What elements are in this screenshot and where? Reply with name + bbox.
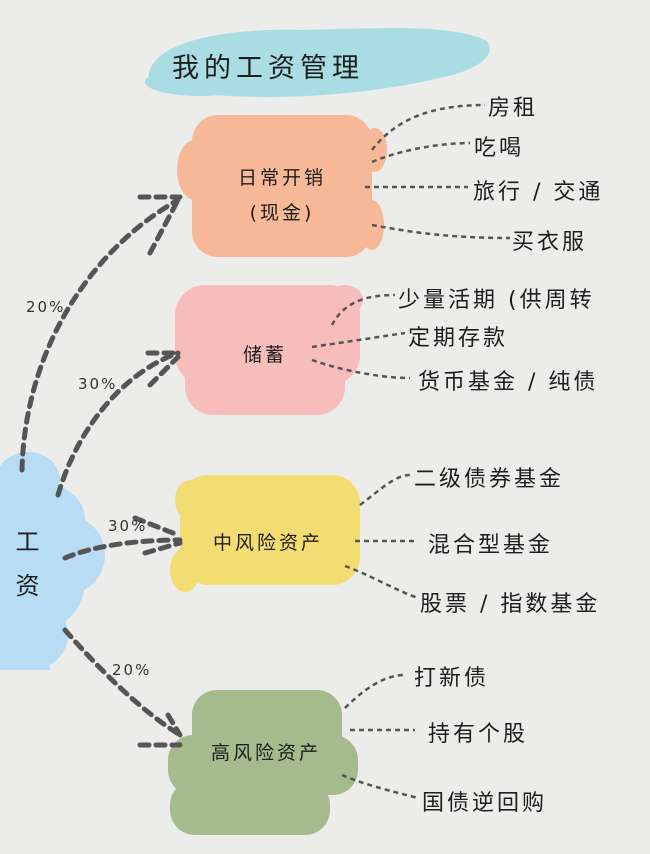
leaf-stock-index-fund: 股票 / 指数基金 (420, 592, 601, 617)
daily-blob (177, 115, 387, 257)
category-high: 高风险资产 (210, 742, 321, 764)
root-connectors (19, 194, 183, 748)
percent-daily: 20% (26, 298, 66, 316)
title-brush (145, 28, 490, 98)
percent-high: 20% (112, 661, 152, 679)
leaf-treasury-repo: 国债逆回购 (422, 791, 548, 816)
leaf-hybrid-fund: 混合型基金 (428, 533, 554, 558)
leaf-connectors (311, 103, 511, 800)
leaf-rent: 房租 (488, 96, 539, 121)
salary-blob (0, 452, 105, 670)
root-label-line2: 资 (15, 572, 43, 600)
category-daily: 日常开销 (现金) (222, 163, 342, 225)
leaf-time-deposit: 定期存款 (408, 326, 509, 351)
leaf-individual-stocks: 持有个股 (428, 722, 529, 747)
category-savings: 储蓄 (242, 344, 287, 366)
medium-blob (170, 475, 360, 592)
category-daily-label: 日常开销 (237, 167, 326, 189)
leaf-food: 吃喝 (474, 136, 525, 161)
category-medium: 中风险资产 (212, 532, 323, 554)
leaf-clothes: 买衣服 (512, 230, 588, 255)
root-node-salary: 工 资 (14, 520, 44, 608)
category-daily-sublabel: (现金) (249, 202, 315, 224)
leaf-money-fund: 货币基金 / 纯债 (418, 370, 599, 395)
page-title: 我的工资管理 (172, 53, 364, 84)
leaf-new-bonds: 打新债 (414, 666, 490, 691)
percent-savings: 30% (78, 375, 118, 393)
root-label-line1: 工 (15, 528, 43, 556)
leaf-travel: 旅行 / 交通 (473, 180, 604, 205)
leaf-demand-deposit: 少量活期 (供周转 (398, 288, 595, 313)
leaf-bond-fund: 二级债券基金 (414, 467, 565, 492)
high-blob (168, 690, 358, 835)
percent-medium: 30% (108, 517, 148, 535)
